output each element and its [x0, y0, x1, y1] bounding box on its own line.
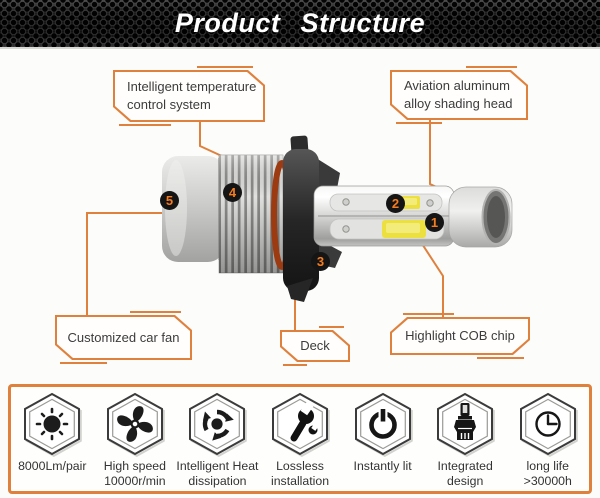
marker-4: 4 — [223, 183, 242, 202]
feature-long-life: long life >30000h — [506, 392, 589, 489]
fan-icon — [106, 393, 165, 457]
wrench-tools-icon — [272, 393, 330, 457]
feature-installation: Lossless installation — [259, 392, 342, 489]
marker-3: 3 — [311, 252, 330, 271]
feature-heat-dissipation: Intelligent Heat dissipation — [176, 392, 259, 489]
box-accent-dash — [318, 326, 345, 328]
marker-1: 1 — [425, 213, 444, 232]
feature-instantly-lit: Instantly lit — [341, 392, 424, 474]
box-accent-dash — [60, 362, 108, 364]
marker-2: 2 — [386, 194, 405, 213]
sun-brightness-icon — [24, 393, 83, 457]
box-accent-dash — [402, 313, 455, 315]
box-fill — [282, 332, 348, 360]
feature-label: Intelligent Heat dissipation — [176, 459, 259, 488]
box-accent-dash — [130, 311, 182, 313]
callout-box-car-fan: Customized car fan — [55, 311, 192, 364]
fan-cap — [162, 156, 224, 262]
callout-label: Customized car fan — [67, 329, 180, 345]
marker-5: 5 — [160, 191, 179, 210]
box-fill — [392, 72, 526, 118]
box-accent-dash — [119, 124, 171, 126]
feature-high-speed: High speed 10000r/min — [94, 392, 177, 489]
feature-label: Instantly lit — [353, 459, 412, 473]
feature-brightness: 8000Lm/pair — [11, 392, 94, 474]
page-title: Product Structure — [174, 8, 426, 38]
feature-label: High speed 10000r/min — [103, 459, 166, 488]
callout-box-shading-head: Aviation aluminum alloy shading head — [390, 66, 528, 124]
clock-icon — [519, 393, 578, 457]
callout-box-cob-chip: Highlight COB chip — [390, 313, 530, 359]
feature-label: 8000Lm/pair — [18, 459, 87, 473]
callout-label: Deck — [300, 338, 330, 354]
cob-chip-bottom — [382, 220, 426, 238]
box-fill — [392, 319, 528, 353]
callout-box-deck: Deck — [280, 326, 350, 366]
feature-integrated-design: Integrated design — [424, 392, 507, 489]
feature-label: Integrated design — [437, 459, 493, 488]
box-fill — [115, 72, 263, 120]
callout-box-temp-control: Intelligent temperature control system — [113, 66, 265, 126]
box-accent-dash — [465, 66, 517, 68]
box-accent-dash — [196, 66, 253, 68]
callout-label: Intelligent temperature control system — [127, 79, 257, 112]
feature-strip: 8000Lm/pair High speed 10000r/min — [8, 384, 592, 494]
end-cap — [448, 186, 513, 248]
led-bulb-icon — [437, 393, 495, 457]
feature-label: Lossless installation — [270, 459, 330, 488]
feature-label: long life >30000h — [523, 459, 572, 488]
box-accent-dash — [395, 122, 443, 124]
callout-label: Highlight COB chip — [405, 328, 515, 344]
header-banner: Product Structure — [0, 0, 600, 49]
heat-dissipation-icon — [189, 393, 248, 457]
power-icon — [354, 393, 413, 457]
box-fill — [57, 317, 190, 358]
led-bulb-illustration — [162, 135, 513, 302]
callout-label: Aviation aluminum alloy shading head — [404, 78, 513, 111]
box-accent-dash — [282, 364, 307, 366]
box-accent-dash — [476, 357, 525, 359]
